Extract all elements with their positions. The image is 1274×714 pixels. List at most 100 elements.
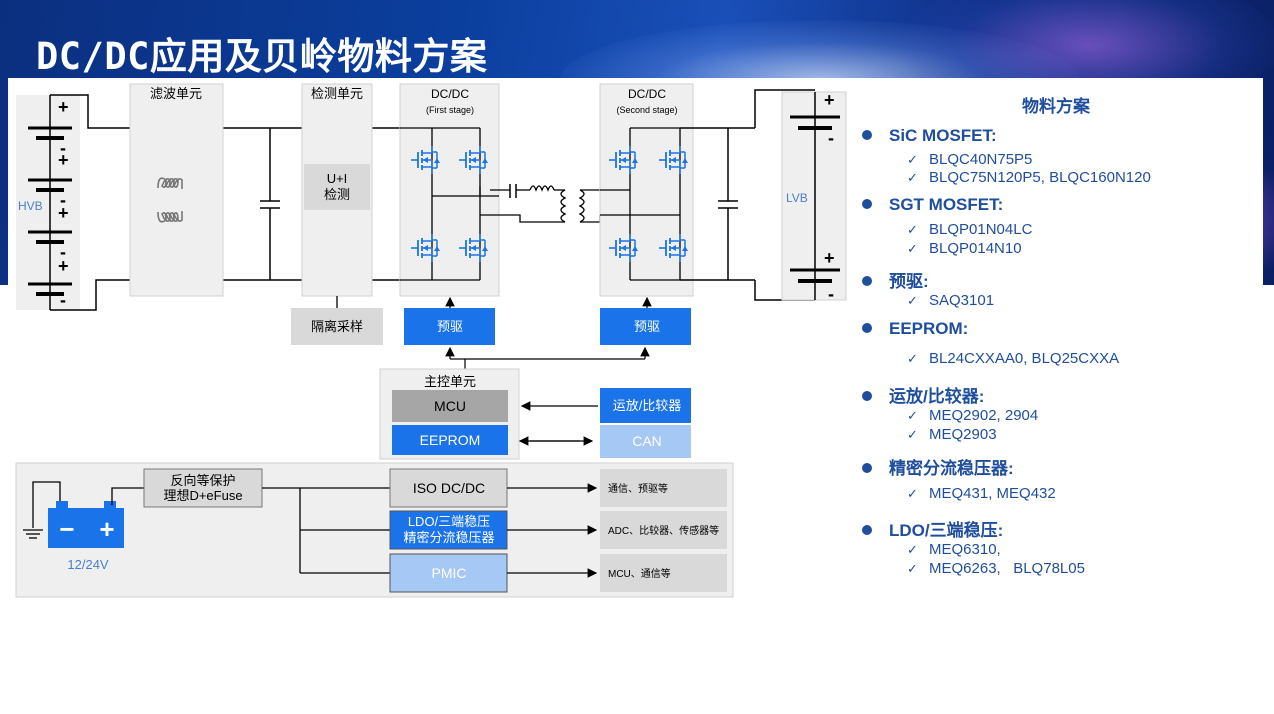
iso-dcdc-box: [389, 468, 508, 508]
list-item: ✓BLQC40N75P5: [907, 151, 1033, 168]
reverse-protection-box: [143, 468, 263, 508]
output-mcu-box: [600, 554, 727, 592]
opamp-label: 运放/比较器: [613, 398, 682, 413]
dcdc-stage2-label: DC/DC: [628, 87, 666, 101]
bullet-icon: [862, 199, 872, 209]
reverse-protection-line1: 反向等保护: [170, 473, 235, 488]
bullet-icon: [862, 525, 872, 535]
lvb-plus-sign: +: [824, 248, 835, 268]
pmic-label: PMIC: [432, 565, 467, 581]
isolation-sampling-label: 隔离采样: [311, 319, 363, 334]
filter-inductor-icon: [157, 177, 183, 190]
check-icon: ✓: [907, 152, 918, 167]
opamp-box: [600, 388, 691, 423]
category-opamp: 运放/比较器:: [862, 382, 984, 407]
check-icon: ✓: [907, 170, 918, 185]
list-item: ✓MEQ6263, BLQ78L05: [907, 560, 1085, 577]
hvb-cells: [28, 126, 72, 296]
check-icon: ✓: [907, 351, 918, 366]
list-item: ✓BL24CXXAA0, BLQ25CXXA: [907, 350, 1120, 367]
hvb-minus-sign: -: [60, 190, 66, 210]
hvb-label: HVB: [18, 199, 43, 213]
dcdc-stage1-label: DC/DC: [431, 87, 469, 101]
output-comm-box: [600, 469, 727, 507]
category-sgt-mosfet: SGT MOSFET:: [862, 195, 1003, 215]
predrive-1-label: 预驱: [437, 319, 463, 334]
material-solution-panel: 物料方案 SiC MOSFET: ✓BLQC40N75P5 ✓BLQC75N12…: [856, 86, 1266, 586]
output-mcu-label: MCU、通信等: [608, 567, 671, 580]
category-eeprom: EEPROM:: [862, 319, 968, 339]
ldo-line1: LDO/三端稳压: [408, 514, 490, 529]
hvb-plus-sign: +: [58, 203, 69, 223]
ldo-box: [389, 510, 508, 550]
check-icon: ✓: [907, 293, 918, 308]
output-comm-label: 通信、预驱等: [608, 482, 668, 495]
list-item: ✓MEQ6310,: [907, 541, 1001, 558]
check-icon: ✓: [907, 408, 918, 423]
battery-icon: [48, 508, 124, 548]
eeprom-box: [392, 425, 508, 455]
ldo-line2: 精密分流稳压器: [403, 530, 494, 545]
can-label: CAN: [632, 433, 662, 449]
transformer-secondary-icon: [578, 189, 585, 223]
category-predrive: 预驱:: [862, 267, 929, 292]
category-shunt-regulator: 精密分流稳压器:: [862, 454, 1014, 479]
bullet-icon: [862, 130, 872, 140]
eeprom-label: EEPROM: [420, 432, 481, 448]
output-adc-box: [600, 511, 727, 549]
iso-dcdc-label: ISO DC/DC: [413, 480, 485, 496]
mcu-box: [392, 390, 508, 422]
reverse-protection-line2: 理想D+eFuse: [163, 488, 242, 503]
battery-voltage-label: 12/24V: [67, 557, 109, 572]
check-icon: ✓: [907, 542, 918, 557]
check-icon: ✓: [907, 561, 918, 576]
bullet-icon: [862, 463, 872, 473]
list-item: ✓MEQ2903: [907, 426, 997, 443]
hvb-minus-sign: -: [60, 290, 66, 310]
list-item: ✓BLQC75N120P5, BLQC160N120: [907, 169, 1151, 186]
page-title: DC/DC应用及贝岭物料方案: [36, 35, 488, 78]
bullet-icon: [862, 391, 872, 401]
hvb-minus-sign: -: [60, 242, 66, 262]
lvb-plus-sign: +: [824, 90, 835, 110]
check-icon: ✓: [907, 486, 918, 501]
pmic-box: [389, 553, 508, 593]
can-box: [600, 425, 691, 458]
bullet-icon: [862, 323, 872, 333]
ui-detect-line1: U+I: [327, 171, 348, 186]
filter-unit-box: [129, 83, 224, 297]
hvb-minus-sign: -: [60, 138, 66, 158]
predrive-2-label: 预驱: [634, 319, 660, 334]
hvb-plus-sign: +: [58, 256, 69, 276]
list-item: ✓SAQ3101: [907, 292, 995, 309]
filter-inductor-icon: [157, 210, 183, 223]
dcdc-stage1-box: [399, 83, 500, 297]
check-icon: ✓: [907, 427, 918, 442]
lvb-minus-sign: -: [828, 128, 834, 148]
output-adc-label: ADC、比较器、传感器等: [608, 524, 719, 537]
check-icon: ✓: [907, 241, 918, 256]
mcu-label: MCU: [434, 398, 466, 414]
predrive-2-box: [600, 308, 691, 345]
list-item: ✓MEQ431, MEQ432: [907, 485, 1056, 502]
ui-detect-box: [304, 164, 370, 210]
transformer-primary-icon: [560, 189, 567, 223]
battery-plus: +: [99, 514, 114, 544]
lvb-minus-sign: -: [828, 284, 834, 304]
dcdc-stage2-sub: (Second stage): [616, 105, 677, 115]
isolation-sampling-box: [291, 308, 383, 345]
detect-unit-label: 检测单元: [311, 86, 363, 101]
hvb-box: [16, 95, 80, 310]
bullet-icon: [862, 276, 872, 286]
hvb-plus-sign: +: [58, 97, 69, 117]
list-item: ✓BLQP01N04LC: [907, 221, 1033, 238]
category-ldo: LDO/三端稳压:: [862, 516, 1003, 541]
filter-unit-label: 滤波单元: [150, 86, 202, 101]
battery-minus: −: [59, 514, 74, 544]
lvb-label: LVB: [786, 191, 808, 205]
material-solution-title: 物料方案: [1022, 97, 1090, 116]
ui-detect-line2: 检测: [324, 187, 350, 202]
resonant-inductor-icon: [529, 185, 555, 192]
hvb-plus-sign: +: [58, 150, 69, 170]
